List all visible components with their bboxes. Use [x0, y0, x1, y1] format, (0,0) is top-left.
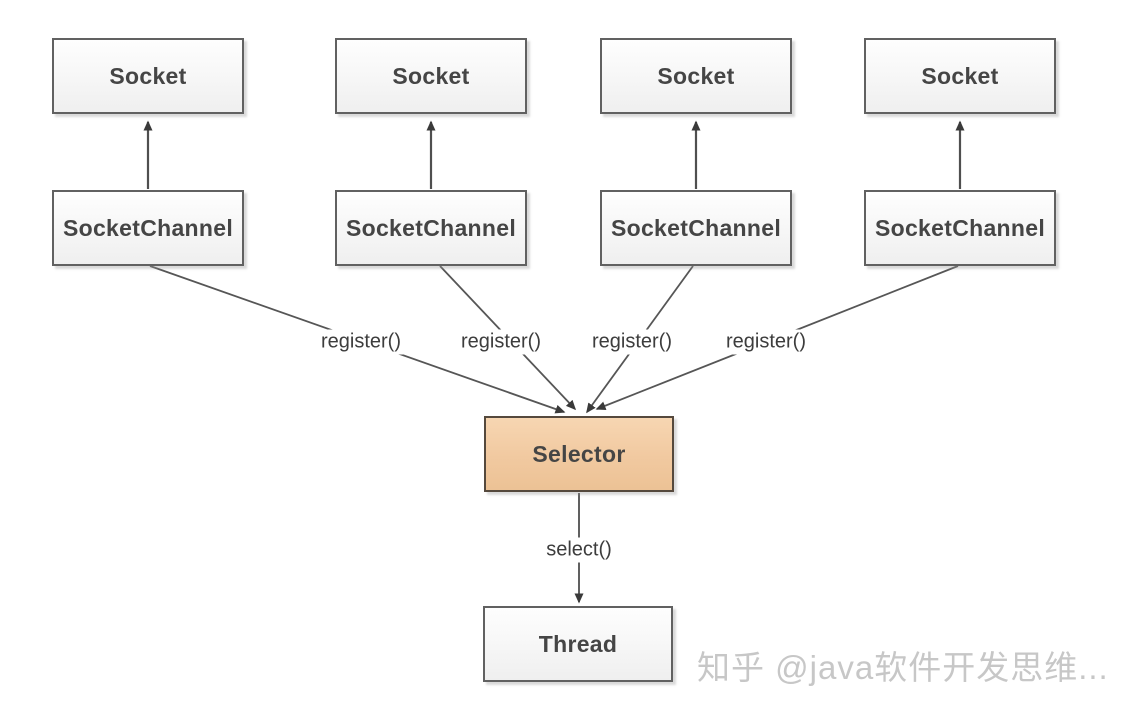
socket-label: Socket — [657, 62, 735, 89]
socket-box-4: Socket — [864, 38, 1056, 114]
socketchannel-box-4: SocketChannel — [864, 190, 1056, 266]
watermark-text: 知乎 @java软件开发思维... — [697, 649, 1109, 686]
socket-box-1: Socket — [52, 38, 244, 114]
selector-label: Selector — [532, 440, 626, 467]
thread-box: Thread — [483, 606, 673, 682]
register-lines — [149, 265, 959, 414]
register-label-4: register() — [721, 329, 811, 355]
socket-label: Socket — [109, 62, 187, 89]
socketchannel-label: SocketChannel — [610, 214, 782, 241]
socket-label: Socket — [921, 62, 999, 89]
socketchannel-label: SocketChannel — [345, 214, 517, 241]
socketchannel-label: SocketChannel — [874, 214, 1046, 241]
thread-label: Thread — [538, 630, 618, 657]
socket-box-2: Socket — [335, 38, 527, 114]
register-label-3: register() — [587, 329, 677, 355]
socketchannel-box-3: SocketChannel — [600, 190, 792, 266]
selector-box: Selector — [484, 416, 674, 492]
socket-box-3: Socket — [600, 38, 792, 114]
register-label-1: register() — [316, 329, 406, 355]
register-label-2: register() — [456, 329, 546, 355]
socketchannel-box-2: SocketChannel — [335, 190, 527, 266]
socket-label: Socket — [392, 62, 470, 89]
socketchannel-label: SocketChannel — [62, 214, 234, 241]
inheritance-arrows — [143, 120, 965, 189]
select-label: select() — [542, 537, 616, 563]
socketchannel-box-1: SocketChannel — [52, 190, 244, 266]
